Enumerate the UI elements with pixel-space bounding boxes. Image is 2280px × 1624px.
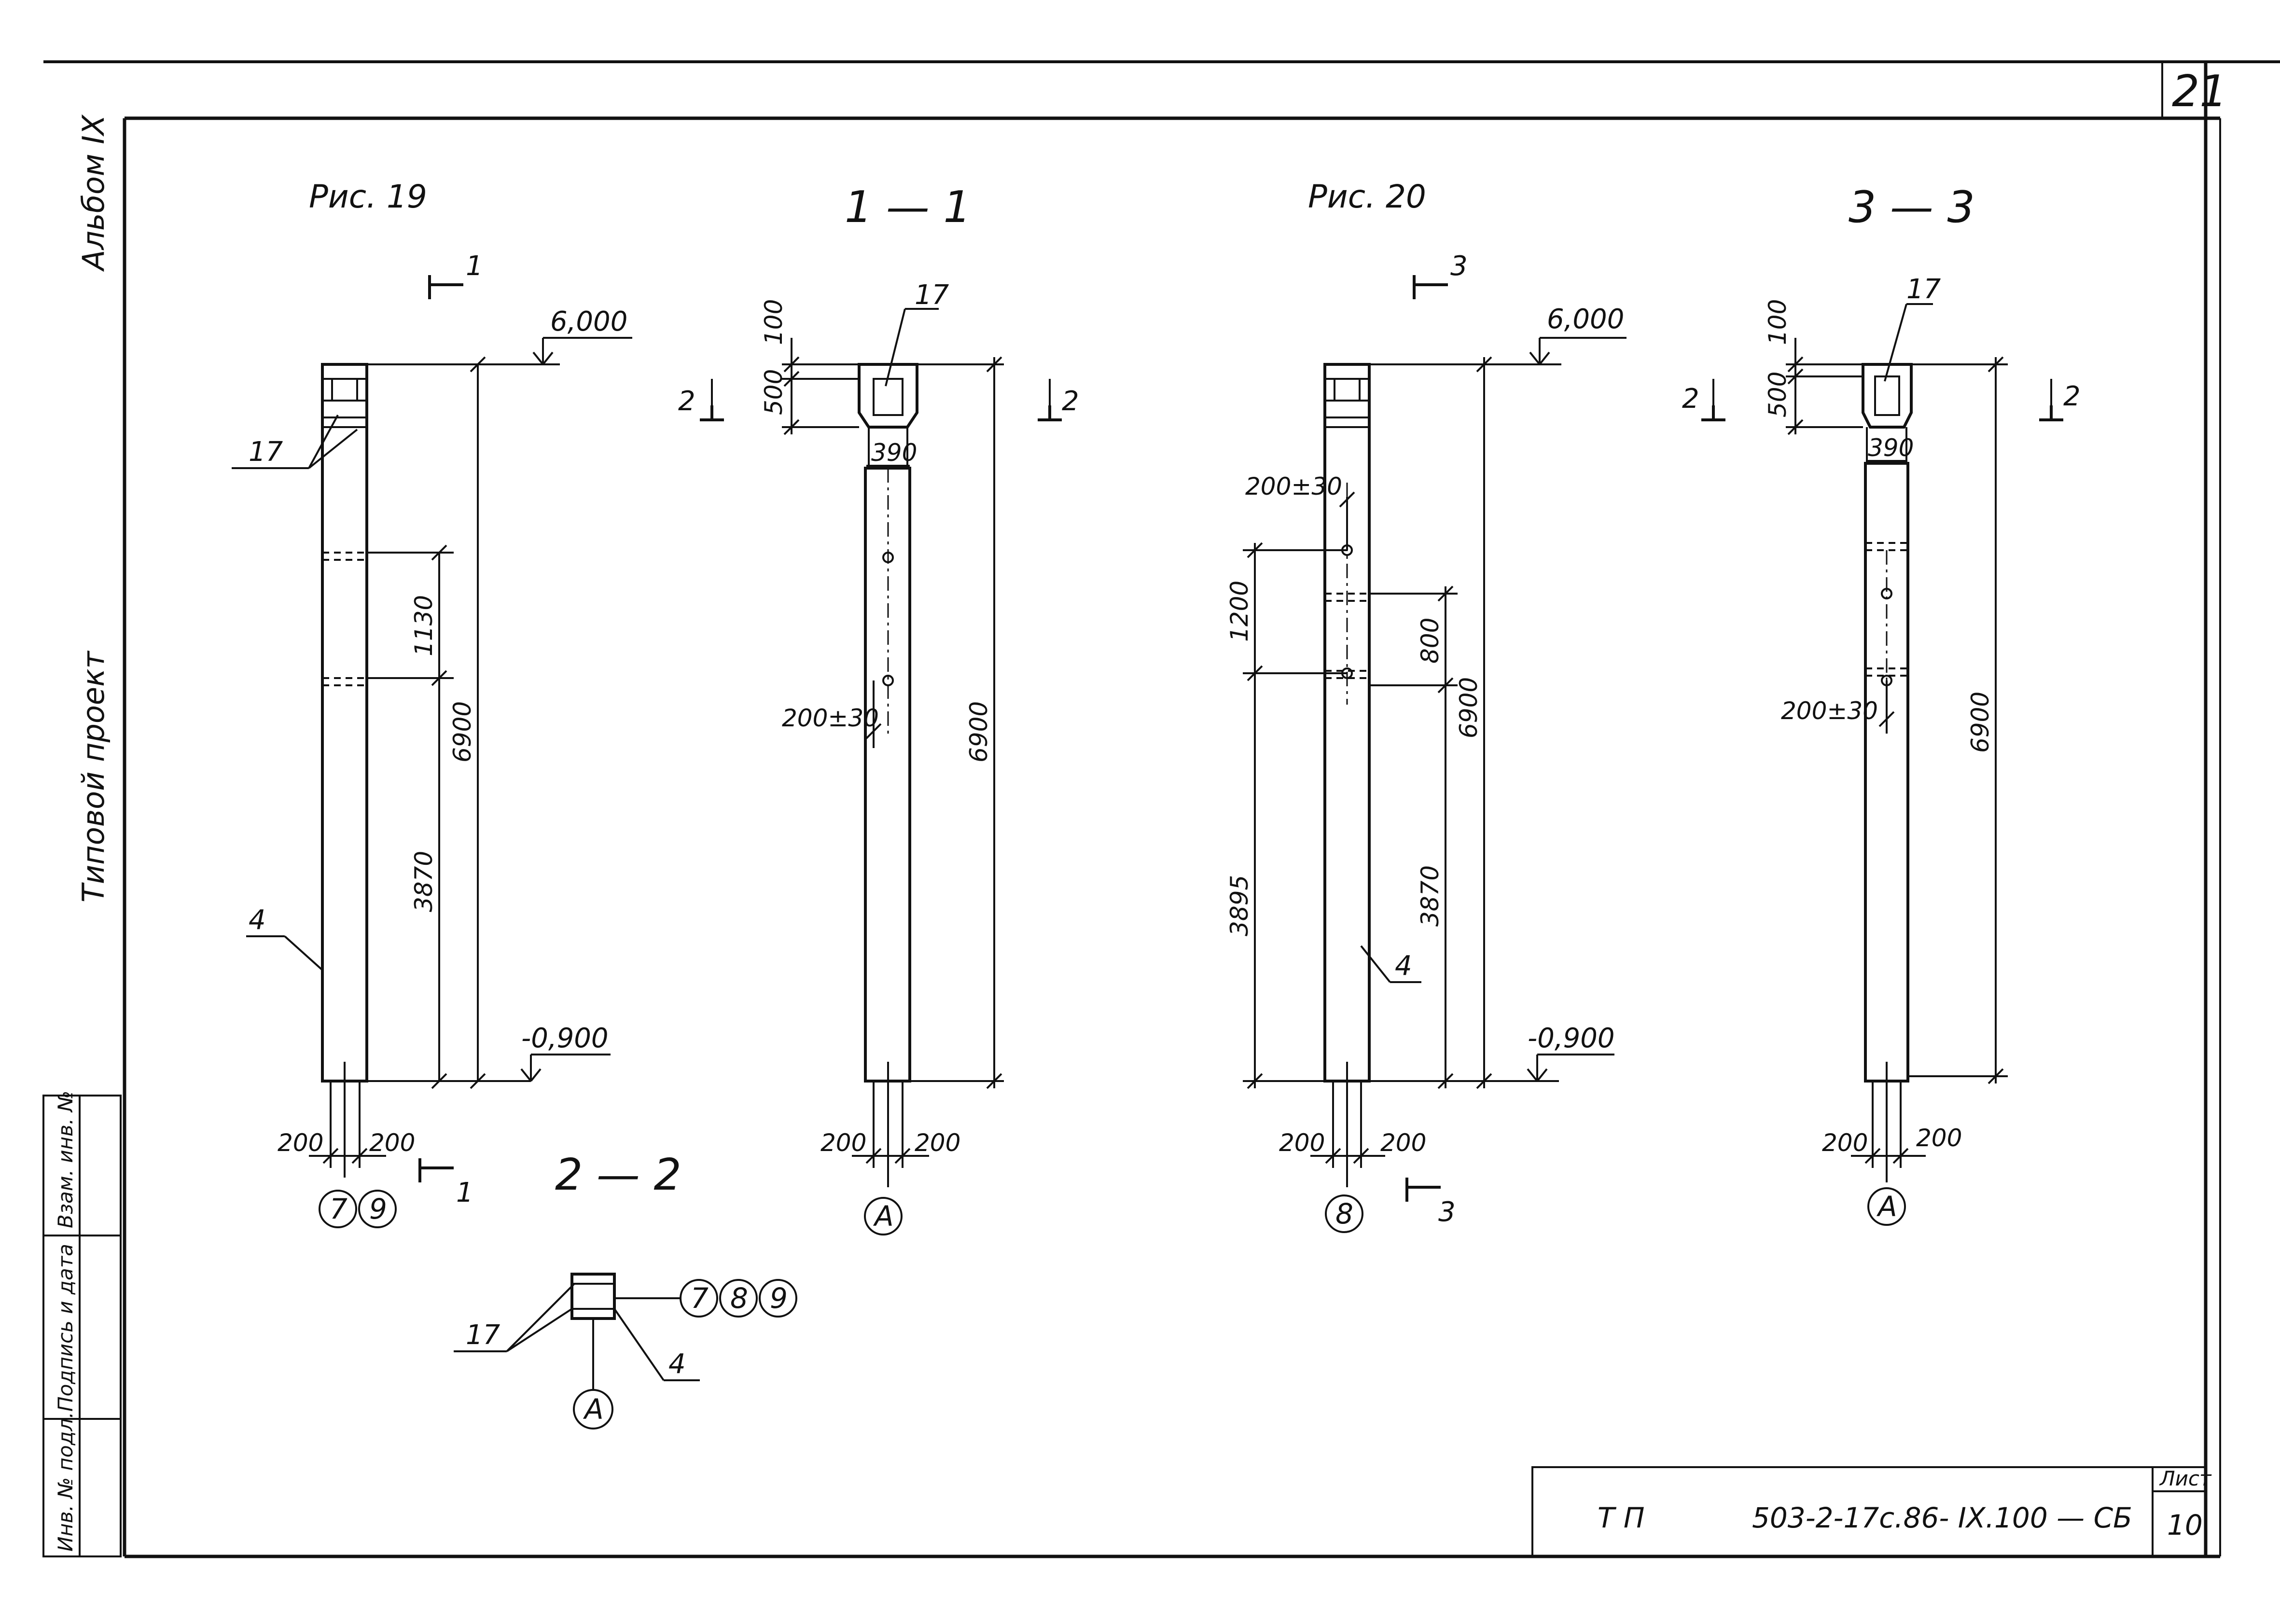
sec11-title: 1 — 1 bbox=[845, 182, 971, 233]
page-number: 21 bbox=[2172, 66, 2227, 117]
stamp-inv-label: Инв. № подл. bbox=[54, 1412, 77, 1552]
fig20-title: Рис. 20 bbox=[1308, 178, 1426, 215]
sec33-pos-17: 17 bbox=[1906, 274, 1941, 305]
sec22-axis-9: 9 bbox=[770, 1282, 788, 1315]
stamp-strip bbox=[42, 1095, 122, 1557]
sec22-title: 2 — 2 bbox=[555, 1150, 681, 1200]
fig19-dim-200-left: 200 bbox=[278, 1129, 323, 1157]
sec33-dim-200-right: 200 bbox=[1916, 1124, 1962, 1152]
fig20-axis: 8 bbox=[1335, 1197, 1353, 1230]
fig20-dim-hole: 200±30 bbox=[1245, 472, 1342, 500]
sheet-frame bbox=[43, 60, 2280, 1558]
sec22-axis-bottom: А bbox=[583, 1393, 604, 1426]
sec11-dim-hole: 200±30 bbox=[782, 704, 879, 732]
sec22-axis-7: 7 bbox=[691, 1282, 709, 1315]
fig20-cut-mark-bottom: 3 bbox=[1438, 1196, 1456, 1228]
fig20-level-top: 6,000 bbox=[1547, 304, 1624, 335]
fig19-column bbox=[321, 363, 368, 1083]
title-list-label: Лист bbox=[2159, 1467, 2212, 1490]
sec33-dim-200-left: 200 bbox=[1822, 1129, 1868, 1157]
sec11-axis: А bbox=[873, 1200, 894, 1233]
title-list-number: 10 bbox=[2167, 1509, 2203, 1541]
fig19-cut-mark: 1 bbox=[466, 250, 483, 282]
sec11-dim-500: 500 bbox=[760, 369, 788, 415]
sec11-cut-mark-left: 2 bbox=[678, 386, 695, 417]
fig20-dim-6900: 6900 bbox=[1455, 677, 1483, 738]
sec33-cut-mark-right: 2 bbox=[2063, 381, 2081, 412]
sec22-pos-17: 17 bbox=[466, 1319, 500, 1351]
fig19-dim-1130: 1130 bbox=[410, 595, 438, 656]
fig19-level-bottom: -0,900 bbox=[521, 1023, 609, 1054]
fig19: Рис. 19 1 17 4 bbox=[232, 178, 632, 1228]
sec11-pos-17: 17 bbox=[915, 279, 949, 311]
sec33-dim-500: 500 bbox=[1764, 372, 1792, 417]
sec33-dim-hole: 200±30 bbox=[1781, 697, 1878, 725]
sec11-dim-200-left: 200 bbox=[820, 1129, 866, 1157]
stamp-replace-label: Взам. инв. № bbox=[54, 1091, 77, 1228]
fig19-dim-3870: 3870 bbox=[410, 851, 438, 912]
fig20-level-bottom: -0,900 bbox=[1528, 1023, 1615, 1054]
fig20-dim-200-left: 200 bbox=[1279, 1129, 1325, 1157]
sec11-dim-6900: 6900 bbox=[965, 701, 993, 763]
stamp-sign-label: Подпись и дата bbox=[54, 1244, 77, 1412]
fig20-cut-mark-top: 3 bbox=[1450, 250, 1468, 282]
sec22-cut-mark: 1 bbox=[456, 1177, 473, 1208]
fig20-dim-200-right: 200 bbox=[1380, 1129, 1426, 1157]
sec33-cut-mark-left: 2 bbox=[1682, 383, 1699, 415]
sec11-cut-mark-right: 2 bbox=[1062, 386, 1079, 417]
fig19-dim-6900: 6900 bbox=[448, 701, 476, 763]
fig19-axis-9: 9 bbox=[369, 1193, 387, 1225]
fig20: Рис. 20 3 200±30 1200 3895 bbox=[1225, 178, 1627, 1233]
sec33-dim-6900: 6900 bbox=[1966, 692, 1994, 753]
sec11-dim-100: 100 bbox=[760, 299, 788, 345]
fig19-pos-4: 4 bbox=[249, 904, 266, 936]
sec33-dim-390: 390 bbox=[1868, 434, 1914, 462]
sec22-pos-4: 4 bbox=[668, 1348, 686, 1380]
sec11-dim-390: 390 bbox=[871, 439, 917, 467]
fig19-pos-17: 17 bbox=[249, 436, 283, 468]
fig19-level-top: 6,000 bbox=[550, 306, 627, 337]
section-1-1: 1 — 1 17 2 2 100 500 390 bbox=[678, 182, 1079, 1235]
fig20-pos-4: 4 bbox=[1395, 950, 1412, 982]
title-block bbox=[1531, 1466, 2207, 1557]
fig20-dim-3870: 3870 bbox=[1416, 865, 1444, 927]
fig19-title: Рис. 19 bbox=[309, 178, 427, 215]
sec22-axis-8: 8 bbox=[730, 1282, 748, 1315]
fig20-dim-3895: 3895 bbox=[1225, 875, 1253, 936]
fig20-dim-1200: 1200 bbox=[1225, 581, 1253, 642]
project-type-label: Типовой проект bbox=[76, 650, 111, 902]
sec33-dim-100: 100 bbox=[1764, 299, 1792, 345]
sec33-title: 3 — 3 bbox=[1849, 182, 1975, 233]
title-code: 503-2-17с.86- IX.100 — СБ bbox=[1752, 1501, 2132, 1534]
album-label: Альбом IX bbox=[76, 114, 111, 272]
fig20-column bbox=[1323, 363, 1371, 1083]
section-3-3: 3 — 3 17 2 2 100 bbox=[1682, 182, 2081, 1226]
fig19-dim-200-right: 200 bbox=[369, 1129, 415, 1157]
section-2-2: 1 2 — 2 7 8 9 А 17 4 bbox=[418, 1150, 797, 1430]
sec11-dim-200-right: 200 bbox=[915, 1129, 960, 1157]
title-series: Т П bbox=[1598, 1501, 1644, 1534]
sec22-plan bbox=[570, 1273, 616, 1320]
fig19-axis-7: 7 bbox=[330, 1193, 348, 1225]
sec33-axis: А bbox=[1876, 1190, 1897, 1223]
fig20-dim-800: 800 bbox=[1416, 618, 1444, 664]
